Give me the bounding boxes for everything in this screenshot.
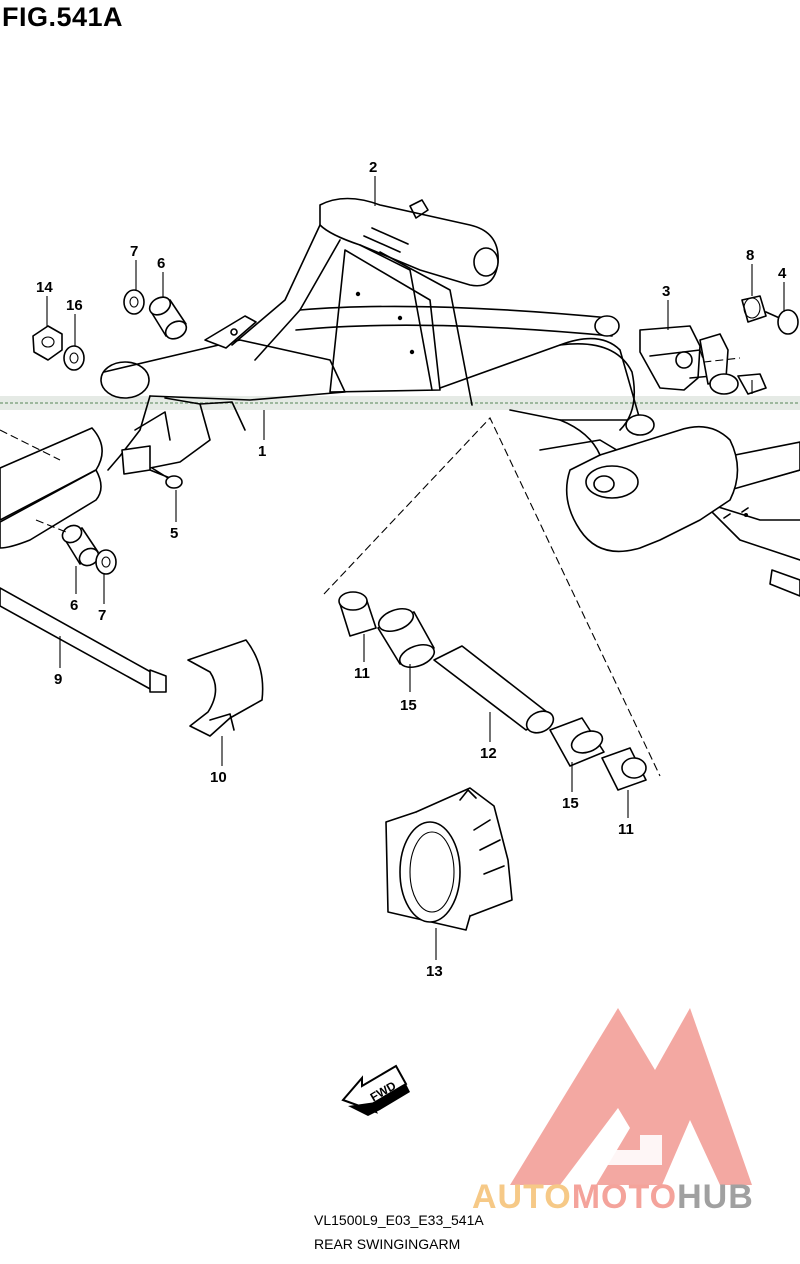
washer-part-7-upper — [123, 289, 145, 315]
washer-part-16 — [63, 345, 85, 371]
bolt-part-5 — [149, 467, 183, 489]
shaft-stub-right — [769, 569, 800, 597]
callout-7-upper: 7 — [130, 243, 138, 260]
nut-part-14 — [32, 325, 63, 361]
watermark-text: AUTOMOTOHUB — [472, 1178, 754, 1217]
model-code: VL1500L9_E03_E33_541A — [314, 1212, 484, 1228]
callout-9: 9 — [54, 671, 62, 688]
callout-5: 5 — [170, 525, 178, 542]
watermark-logo-icon — [510, 1008, 752, 1185]
watermark-text-hub: HUB — [677, 1178, 754, 1216]
callout-11-right: 11 — [618, 821, 634, 838]
bracket-part — [639, 325, 767, 395]
callout-1: 1 — [258, 443, 266, 460]
callout-6-upper: 6 — [157, 255, 165, 272]
bearing-part-15-left — [377, 607, 436, 669]
collar-part-11-left — [338, 591, 377, 637]
callout-2: 2 — [369, 159, 377, 176]
callout-16: 16 — [66, 297, 83, 314]
washer-part-7-lower — [95, 549, 117, 575]
callout-14: 14 — [36, 279, 53, 296]
callout-11-left: 11 — [354, 665, 370, 682]
cover-part-10 — [187, 639, 264, 737]
callout-13: 13 — [426, 963, 443, 980]
section-name: REAR SWINGINGARM — [314, 1236, 461, 1252]
bushing-part-8 — [741, 295, 767, 323]
callout-12: 12 — [480, 745, 497, 762]
swingarm-frame-drawing — [0, 197, 800, 561]
callout-3: 3 — [662, 283, 670, 300]
callout-4: 4 — [778, 265, 787, 282]
callout-6-lower: 6 — [70, 597, 78, 614]
callout-8: 8 — [746, 247, 754, 264]
figure-title: FIG.541A — [2, 2, 124, 32]
fwd-arrow-icon: FWD — [341, 1064, 410, 1116]
bearing-part-6-upper — [148, 296, 188, 340]
bolt-part-4 — [765, 309, 799, 335]
watermark-text-moto: MOTO — [571, 1178, 678, 1216]
bearing-part-6-lower — [61, 524, 100, 567]
callout-7-lower: 7 — [98, 607, 106, 624]
spacer-part-12 — [433, 645, 555, 734]
callout-10: 10 — [210, 769, 227, 786]
watermark-text-auto: AUTO — [472, 1178, 572, 1216]
callout-15-right: 15 — [562, 795, 579, 812]
callout-15-left: 15 — [400, 697, 417, 714]
boot-part-13 — [385, 787, 513, 931]
bearing-part-15-right — [549, 717, 605, 767]
leader-lines — [0, 176, 785, 960]
collar-part-11-right — [601, 747, 647, 791]
pivot-shaft-part-9 — [0, 587, 167, 693]
